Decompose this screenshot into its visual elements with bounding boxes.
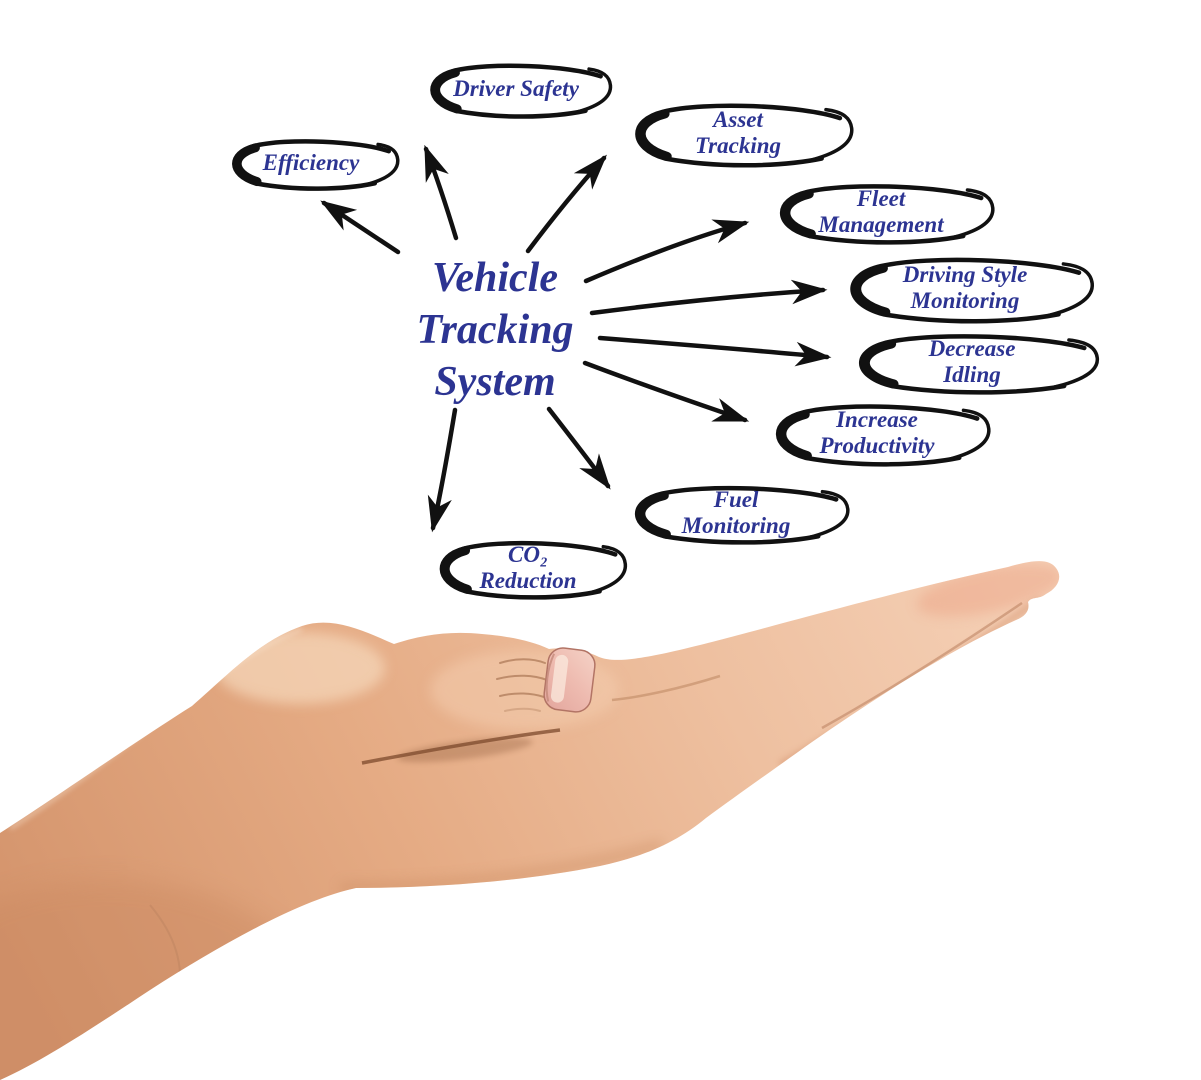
arrow-to-efficiency [320, 200, 401, 255]
finger-separation-line [821, 601, 1023, 730]
arrow-to-decrease-idling [597, 335, 832, 367]
arrow-to-increase-productivity [582, 360, 750, 423]
node-driving-style-monitoring: Driving Style Monitoring [833, 253, 1097, 323]
thumb-web-crease [361, 728, 561, 765]
thumb-nail [543, 647, 596, 713]
nail-shine [550, 654, 569, 703]
arrow-to-asset-tracking [525, 154, 608, 254]
node-label: Driving Style Monitoring [902, 262, 1028, 313]
node-label: Fuel Monitoring [681, 487, 791, 538]
node-label: Driver Safety [453, 76, 579, 102]
node-label: Asset Tracking [694, 107, 782, 158]
thumb-web-shading [397, 737, 533, 763]
arrow-to-driver-safety [423, 144, 459, 241]
node-co2-reduction: CO₂ Reduction [427, 537, 629, 599]
node-label: Decrease Idling [928, 336, 1016, 387]
thumb-tip-edge-line [611, 674, 721, 702]
thumb-knuckle-wrinkles [496, 658, 548, 712]
node-label: Fleet Management [818, 186, 944, 237]
node-fuel-monitoring: Fuel Monitoring [620, 482, 852, 544]
arrow-to-co2-reduction [427, 407, 458, 533]
node-fleet-management: Fleet Management [765, 180, 997, 244]
node-asset-tracking: Asset Tracking [620, 99, 856, 167]
arrow-to-fleet-management [583, 219, 750, 284]
node-efficiency: Efficiency [221, 136, 401, 190]
arrow-to-fuel-monitoring [546, 406, 611, 490]
fingertip-blush [916, 563, 1060, 617]
palm-underside-shadow [339, 839, 664, 894]
node-label: Efficiency [262, 150, 360, 176]
node-label: CO₂ Reduction [479, 542, 577, 593]
node-decrease-idling: Decrease Idling [842, 330, 1102, 394]
node-driver-safety: Driver Safety [418, 60, 614, 118]
arrow-to-driving-style-monitoring [589, 279, 828, 316]
nail-cuticle [545, 653, 555, 702]
diagram-title: Vehicle Tracking System [416, 254, 574, 406]
node-increase-productivity: Increase Productivity [761, 400, 993, 466]
node-label: Increase Productivity [819, 407, 935, 458]
